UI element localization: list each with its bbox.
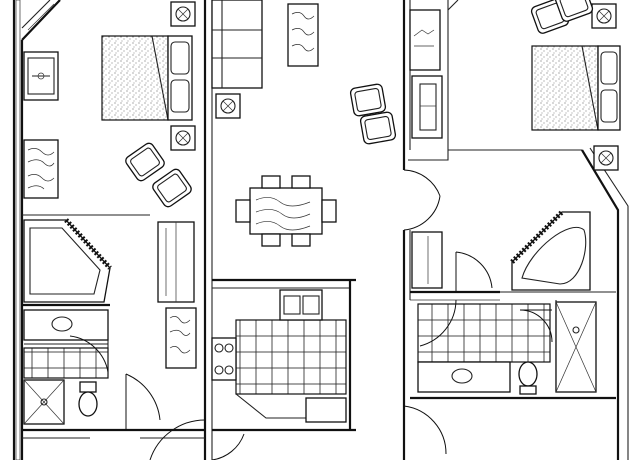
kitchen [211, 278, 356, 460]
closet-wall [411, 231, 443, 289]
toilet-icon [78, 381, 98, 417]
tv-console-icon [23, 51, 59, 101]
dresser-icon [165, 307, 197, 369]
dining-table-icon [235, 175, 337, 247]
dresser-icon [23, 139, 59, 199]
lamp-icon [170, 1, 196, 27]
door-swing-icon [211, 433, 245, 460]
living-area [211, 0, 397, 460]
armchair-icon [529, 0, 595, 36]
shower-icon [23, 379, 65, 425]
bathtub-icon [23, 218, 112, 303]
armchair-icon [349, 82, 397, 146]
range-icon [211, 337, 237, 381]
bed-icon [531, 45, 621, 131]
bath-tile-floor [23, 347, 109, 379]
lamp-icon [170, 125, 196, 151]
lamp-icon [593, 145, 619, 171]
bath-tile-floor [417, 303, 551, 363]
bed-icon [101, 35, 193, 121]
closet-wall [157, 221, 195, 303]
lamp-icon [215, 93, 241, 119]
closet-icon [409, 9, 443, 139]
corner-window [447, 0, 459, 11]
left-suite [12, 0, 213, 460]
right-suite [402, 0, 629, 460]
corner-window [21, 0, 55, 31]
kitchen-tile-floor [235, 319, 347, 395]
door-swing-icon [403, 169, 553, 455]
toilet-icon [518, 361, 538, 395]
shower-icon [555, 301, 597, 393]
sofa-icon [211, 0, 263, 89]
sink-icon [23, 309, 109, 345]
door-swing-icon [69, 330, 206, 460]
coffee-table-icon [287, 3, 319, 67]
armchair-icon [123, 140, 194, 210]
sink-icon [279, 289, 323, 321]
lamp-icon [591, 3, 617, 29]
bathtub-icon [510, 210, 591, 291]
sink-icon [417, 361, 511, 393]
